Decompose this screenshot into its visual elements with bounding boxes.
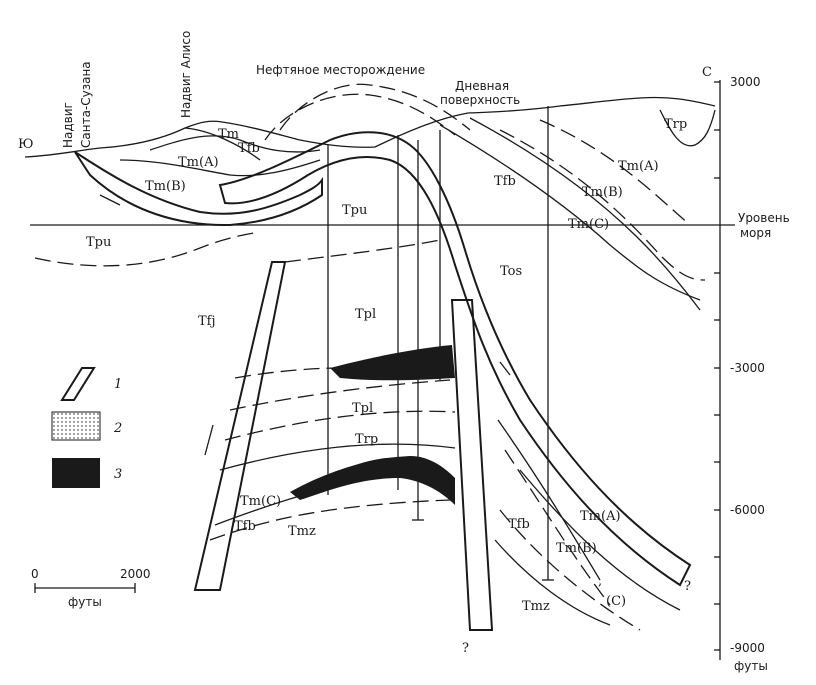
- depth-tick-minus-9000: -9000: [730, 641, 765, 655]
- scale-unit: футы: [68, 595, 102, 609]
- question-mark-bottom: ?: [462, 641, 469, 656]
- unit-tmz-west: Tmz: [288, 524, 316, 539]
- upper-bed-3: [184, 127, 261, 161]
- oilfield-label: Нефтяное месторождение: [256, 63, 425, 77]
- unit-tm-a-upper: Tm(A): [178, 155, 219, 170]
- unit-tfb-lower: Tfb: [234, 519, 256, 534]
- legend-label-1: 1: [114, 377, 122, 392]
- santa-susana-thrust-zone: [74, 151, 323, 227]
- thrust-arrow-1: [99, 194, 121, 206]
- aliso-thrust-zone: [218, 131, 692, 587]
- deep-bed-4: [499, 509, 641, 631]
- santa-susana-label-2: Санта-Сузана: [79, 61, 93, 148]
- tpl-top-bed: [284, 239, 441, 263]
- deep-bed-3: [519, 469, 681, 611]
- north-bed-tmb: [499, 129, 706, 281]
- thrust-arrow-3: [499, 361, 511, 376]
- unit-tm-b-north: Tm(B): [582, 185, 623, 200]
- inner-bed-5: [214, 487, 331, 526]
- thrust-arrow-2: [204, 424, 214, 456]
- unit-tfb-north: Tfb: [494, 174, 516, 189]
- scale-start: 0: [31, 567, 39, 581]
- depth-axis-ticks: [714, 81, 720, 651]
- sea-level-label-1: Уровень: [738, 211, 790, 225]
- legend-fault-symbol: [60, 367, 96, 401]
- unit-c-deep: (C): [606, 594, 626, 609]
- south-label: Ю: [18, 137, 34, 152]
- scale-end: 2000: [120, 567, 151, 581]
- oil-body-upper: [330, 345, 455, 381]
- wells: [327, 106, 554, 581]
- unit-tfj: Tfj: [198, 314, 216, 329]
- deep-bed-1: [497, 419, 601, 581]
- unit-tmz-deep: Tmz: [522, 599, 550, 614]
- tpu-south-bed: [34, 231, 261, 267]
- santa-susana-label-1: Надвиг: [61, 102, 75, 148]
- legend-label-3: 3: [114, 467, 122, 482]
- unit-tpu-center: Tpu: [342, 203, 367, 218]
- question-mark-right: ?: [684, 579, 691, 594]
- inner-bed-6: [209, 499, 451, 541]
- unit-tm-b-upper: Tm(B): [145, 179, 186, 194]
- depth-axis-unit: футы: [734, 659, 768, 673]
- depth-tick-minus-6000: -6000: [730, 503, 765, 517]
- unit-tm: Tm: [218, 127, 239, 142]
- unit-tpl-upper: Tpl: [355, 307, 376, 322]
- oilfield-arc-2: [264, 93, 456, 141]
- inner-bed-3: [224, 410, 456, 441]
- central-fault-zone: [450, 299, 494, 631]
- deep-bed-2: [504, 449, 611, 606]
- sea-level-label-2: моря: [740, 226, 771, 240]
- unit-tpl-lower: Tpl: [352, 401, 373, 416]
- surface-label-2: поверхность: [440, 93, 520, 107]
- unit-tpu-south: Tpu: [86, 235, 111, 250]
- upper-bed-1: [149, 135, 321, 153]
- unit-comma: ,: [598, 574, 602, 589]
- legend-oil-symbol: [52, 458, 100, 488]
- unit-tm-b-deep: Tm(B): [556, 541, 597, 556]
- upper-bed-2: [119, 159, 321, 177]
- unit-tm-c-north: Tm(C): [568, 217, 609, 232]
- north-bed-trp: [659, 109, 716, 147]
- legend-sand-symbol: [51, 411, 101, 441]
- aliso-label: Надвиг Алисо: [179, 31, 193, 118]
- north-bed-tmc: [469, 117, 701, 311]
- unit-tm-c-lower: Tm(C): [240, 494, 281, 509]
- legend: 1 2 3: [51, 367, 122, 488]
- unit-tm-a-north: Tm(A): [618, 159, 659, 174]
- legend-label-2: 2: [113, 421, 122, 436]
- sand-lens: [344, 457, 451, 481]
- north-label: С: [702, 65, 712, 80]
- depth-tick-minus-3000: -3000: [730, 361, 765, 375]
- western-fault-zone: [193, 261, 287, 591]
- unit-trp-center: Trp: [355, 432, 378, 447]
- unit-trp-north: Trp: [664, 117, 687, 132]
- surface-label-1: Дневная: [455, 79, 509, 93]
- north-bed-tfb: [439, 124, 701, 301]
- deep-bed-5: [494, 539, 611, 626]
- inner-bed-1: [234, 367, 341, 379]
- unit-tfb-deep: Tfb: [508, 517, 530, 532]
- unit-tfb-upper: Tfb: [238, 141, 260, 156]
- oilfield-arc-1: [279, 83, 471, 131]
- unit-tos: Tos: [500, 264, 522, 279]
- inner-bed-2: [229, 379, 451, 411]
- scale-bar: 0 2000 футы: [31, 567, 151, 609]
- north-bed-tma: [539, 119, 691, 226]
- unit-tm-a-deep: Tm(A): [580, 509, 621, 524]
- inner-bed-4: [219, 443, 456, 471]
- depth-tick-3000: 3000: [730, 75, 761, 89]
- ground-surface-line: [24, 96, 716, 158]
